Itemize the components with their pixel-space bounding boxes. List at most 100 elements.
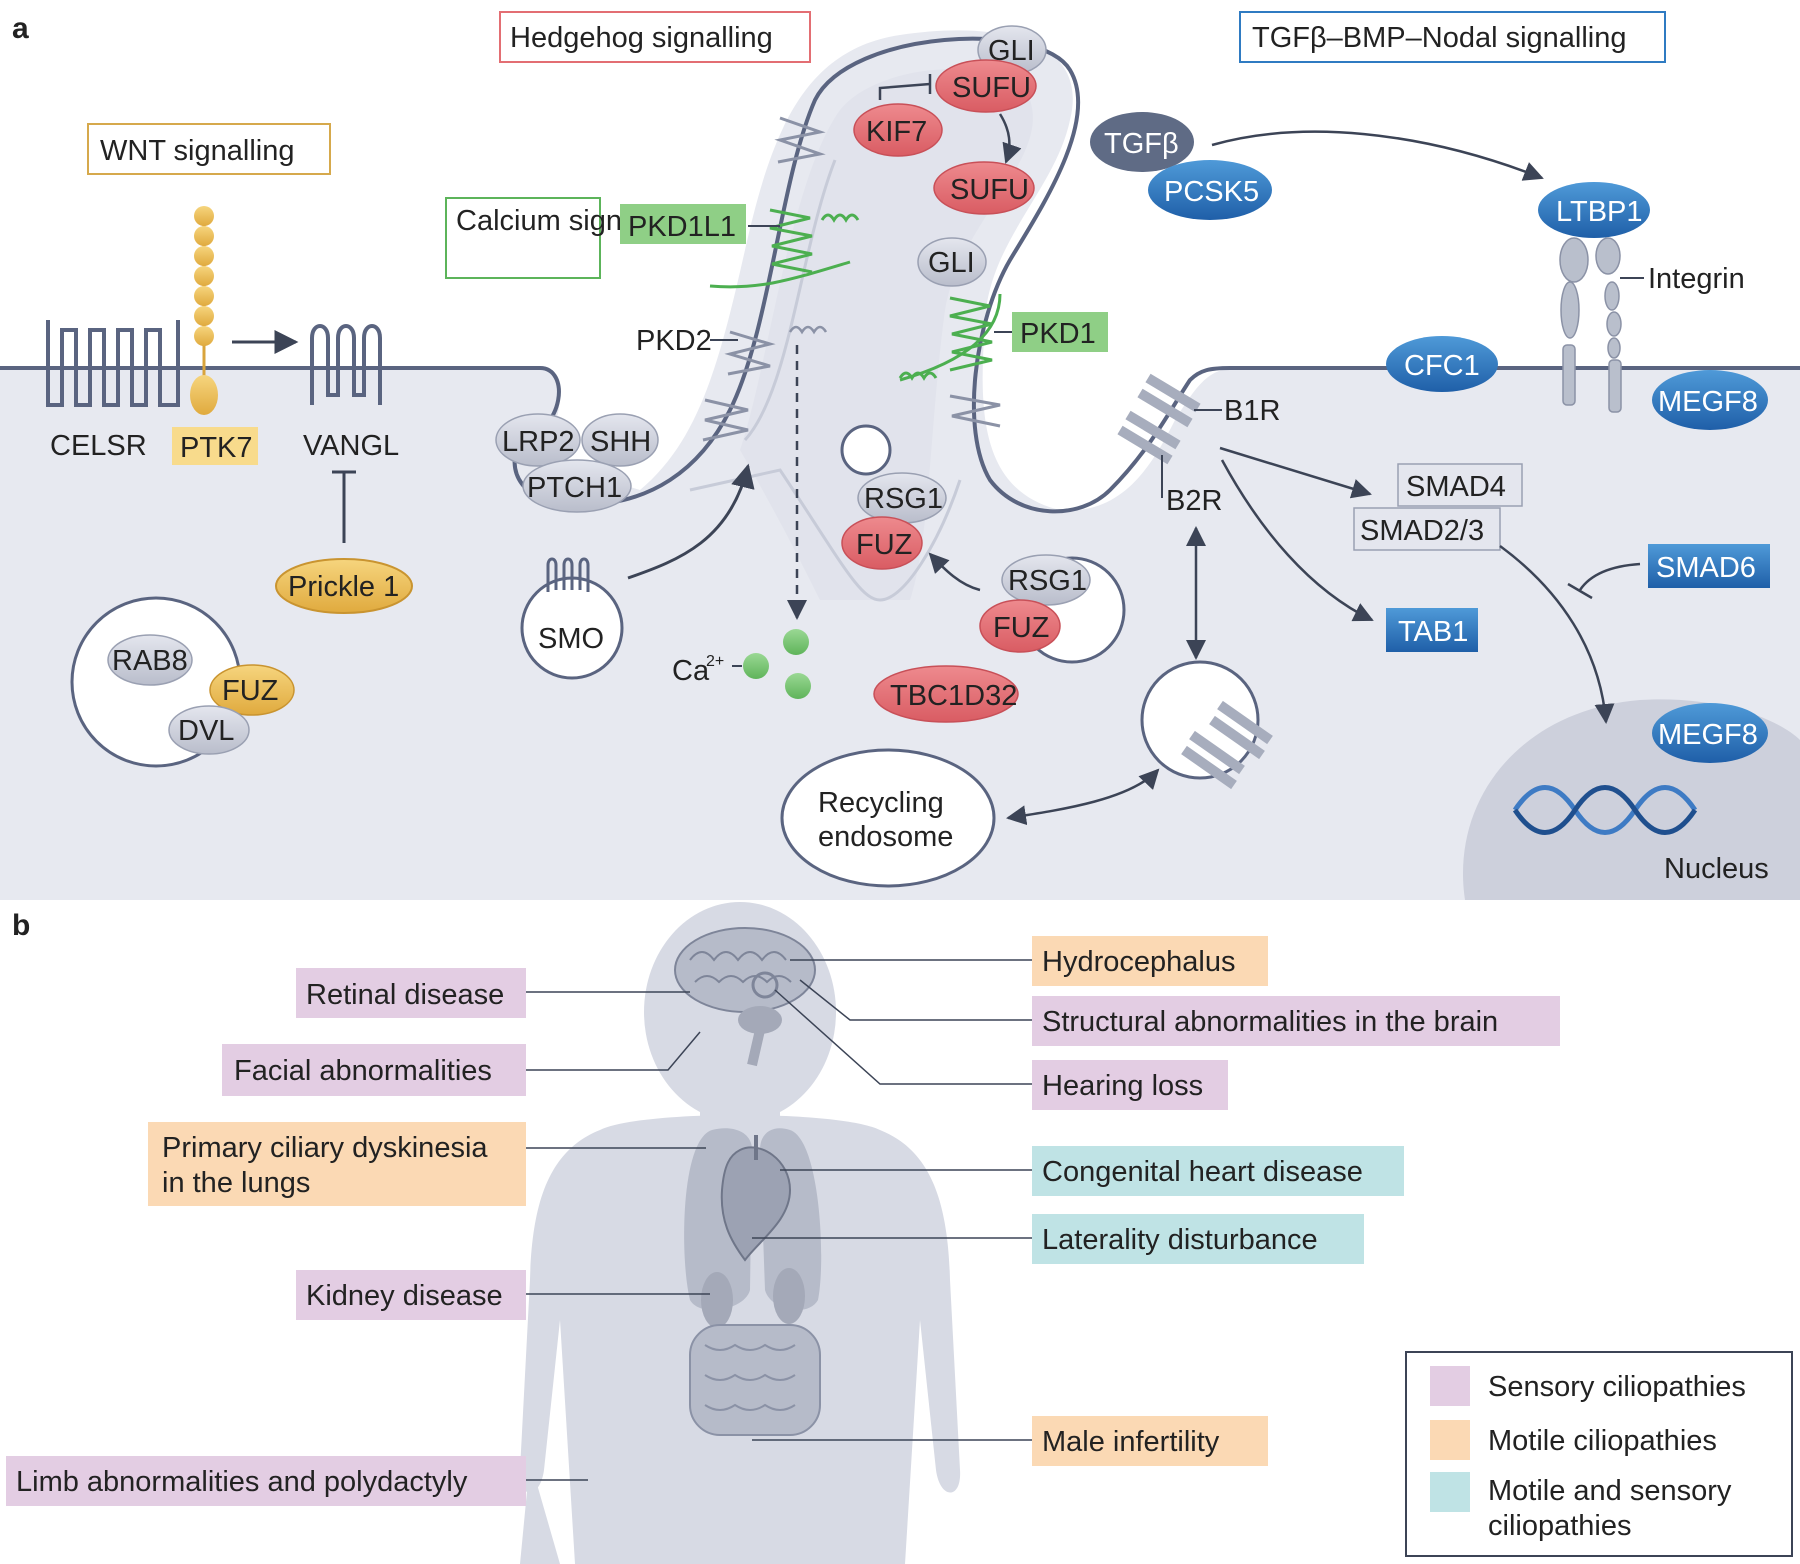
cilium-tm-grey: [702, 116, 1001, 442]
vangl-label: VANGL: [303, 430, 399, 462]
svg-text:TBC1D32: TBC1D32: [890, 680, 1017, 712]
svg-text:Primary ciliary dyskinesia: Primary ciliary dyskinesia: [162, 1132, 488, 1164]
svg-text:CFC1: CFC1: [1404, 350, 1480, 382]
svg-text:Prickle 1: Prickle 1: [288, 571, 399, 603]
svg-text:KIF7: KIF7: [866, 116, 927, 148]
megf8-nucleus: MEGF8: [1652, 703, 1768, 763]
tgf-to-ltbp1-arrow: [1211, 130, 1544, 181]
sufu-mid: SUFU: [933, 161, 1035, 215]
smad23: SMAD2/3: [1353, 507, 1501, 551]
ptch1-label: PTCH1: [527, 472, 622, 504]
receptor-vesicle: [1140, 660, 1273, 790]
smad6-inhibition: [1578, 562, 1641, 591]
legend-both-swatch: [1430, 1472, 1470, 1512]
ptk7: [190, 206, 218, 415]
smo-vesicle: SMO: [520, 557, 624, 680]
svg-text:SUFU: SUFU: [950, 174, 1029, 206]
svg-text:GLI: GLI: [928, 247, 975, 279]
prickle1: Prickle 1: [275, 558, 413, 614]
kif7: KIF7: [853, 103, 943, 157]
intestines-icon: [689, 1324, 821, 1436]
heart-icon: [720, 1135, 792, 1262]
sufu-top: SUFU: [935, 59, 1037, 113]
celsr-receptor: [46, 320, 180, 407]
legend-motile-swatch: [1430, 1420, 1470, 1460]
svg-text:SMAD2/3: SMAD2/3: [1360, 515, 1484, 547]
svg-text:TGFβ: TGFβ: [1104, 128, 1179, 160]
lrp2-shh-ptch1: LRP2 SHH PTCH1: [495, 413, 659, 513]
svg-text:Hedgehog signalling: Hedgehog signalling: [510, 22, 773, 54]
ptk7-label-bg: [172, 427, 258, 465]
rab8-label: RAB8: [112, 645, 188, 677]
svg-text:LTBP1: LTBP1: [1556, 196, 1643, 228]
svg-text:Retinal disease: Retinal disease: [306, 979, 504, 1011]
wnt-vesicle: RAB8 FUZ DVL: [70, 596, 295, 768]
integrin: [1559, 237, 1622, 413]
wnt-box: WNT signalling: [87, 123, 331, 175]
svg-text:SMAD6: SMAD6: [1656, 552, 1756, 584]
smo-label: SMO: [538, 623, 604, 655]
ltbp1: LTBP1: [1538, 182, 1650, 238]
disease-brain: Structural abnormalities in the brain: [799, 979, 1560, 1046]
calcium-ions: Ca 2+: [672, 629, 811, 699]
disease-hearing: Hearing loss: [774, 989, 1228, 1110]
disease-laterality: Laterality disturbance: [752, 1214, 1364, 1264]
shh-label: SHH: [590, 426, 651, 458]
cfc1: CFC1: [1386, 336, 1498, 392]
svg-text:RSG1: RSG1: [1008, 565, 1087, 597]
svg-text:in the lungs: in the lungs: [162, 1167, 310, 1199]
b2r-label: B2R: [1166, 485, 1222, 517]
pkd1l1-helices: [709, 208, 860, 289]
kif7-inhibits-sufu: [878, 82, 931, 100]
kidneys-icon: [701, 1268, 805, 1328]
disease-retinal: Retinal disease: [296, 968, 690, 1018]
legend-motile-label: Motile ciliopathies: [1488, 1425, 1717, 1457]
ca-label: Ca: [672, 655, 710, 687]
legend: Sensory ciliopathies Motile ciliopathies…: [1405, 1351, 1793, 1557]
pkd2-label: PKD2: [636, 325, 712, 357]
svg-text:endosome: endosome: [818, 821, 953, 853]
disease-facial: Facial abnormalities: [222, 1031, 701, 1096]
nucleus-label: Nucleus: [1664, 853, 1769, 885]
lrp2-label: LRP2: [502, 426, 575, 458]
small-vesicle: [840, 424, 892, 476]
svg-text:WNT signalling: WNT signalling: [100, 135, 294, 167]
legend-sensory-swatch: [1430, 1366, 1470, 1406]
legend-both-label-2: ciliopathies: [1488, 1510, 1631, 1542]
pkd1l1-label-bg: [620, 204, 746, 244]
calcium-box: Calcium signalling: [445, 197, 690, 279]
svg-text:Hearing loss: Hearing loss: [1042, 1070, 1203, 1102]
integrin-label: Integrin: [1648, 263, 1745, 295]
brain-icon: [674, 927, 816, 1067]
fuz-vesicle-label: FUZ: [222, 675, 278, 707]
axoneme-left: [743, 159, 837, 442]
svg-text:TAB1: TAB1: [1398, 616, 1468, 648]
fuz-a: FUZ: [841, 516, 923, 570]
disease-infertility: Male infertility: [752, 1416, 1268, 1466]
legend-both-label-1: Motile and sensory: [1488, 1475, 1732, 1507]
tgf-box: TGFβ–BMP–Nodal signalling: [1239, 11, 1666, 63]
basal-body-outline: [689, 468, 962, 602]
receptor-to-smad-arrow: [1219, 446, 1372, 499]
sufu-transport-arrow: [998, 113, 1022, 164]
svg-text:Facial abnormalities: Facial abnormalities: [234, 1055, 492, 1087]
endosome-arrow: [1006, 768, 1160, 826]
dvl-label: DVL: [178, 715, 234, 747]
celsr-label: CELSR: [50, 430, 147, 462]
smad-to-nucleus-arrow: [1499, 544, 1615, 724]
rsg1-a: RSG1: [857, 472, 947, 524]
disease-hydro: Hydrocephalus: [790, 936, 1268, 986]
smo-to-cilium-arrow: [627, 463, 755, 580]
legend-sensory-label: Sensory ciliopathies: [1488, 1371, 1746, 1403]
tbc1d32: TBC1D32: [873, 665, 1019, 723]
smad4: SMAD4: [1397, 463, 1523, 507]
panel-a-label: a: [12, 12, 29, 45]
b1r-label: B1R: [1224, 395, 1280, 427]
hedgehog-box: Hedgehog signalling: [499, 11, 811, 63]
disease-kidney: Kidney disease: [296, 1270, 710, 1320]
ca-superscript: 2+: [706, 653, 724, 670]
pkd1-helices: [898, 293, 1002, 382]
svg-text:SMAD4: SMAD4: [1406, 471, 1506, 503]
svg-text:Kidney disease: Kidney disease: [306, 1280, 503, 1312]
